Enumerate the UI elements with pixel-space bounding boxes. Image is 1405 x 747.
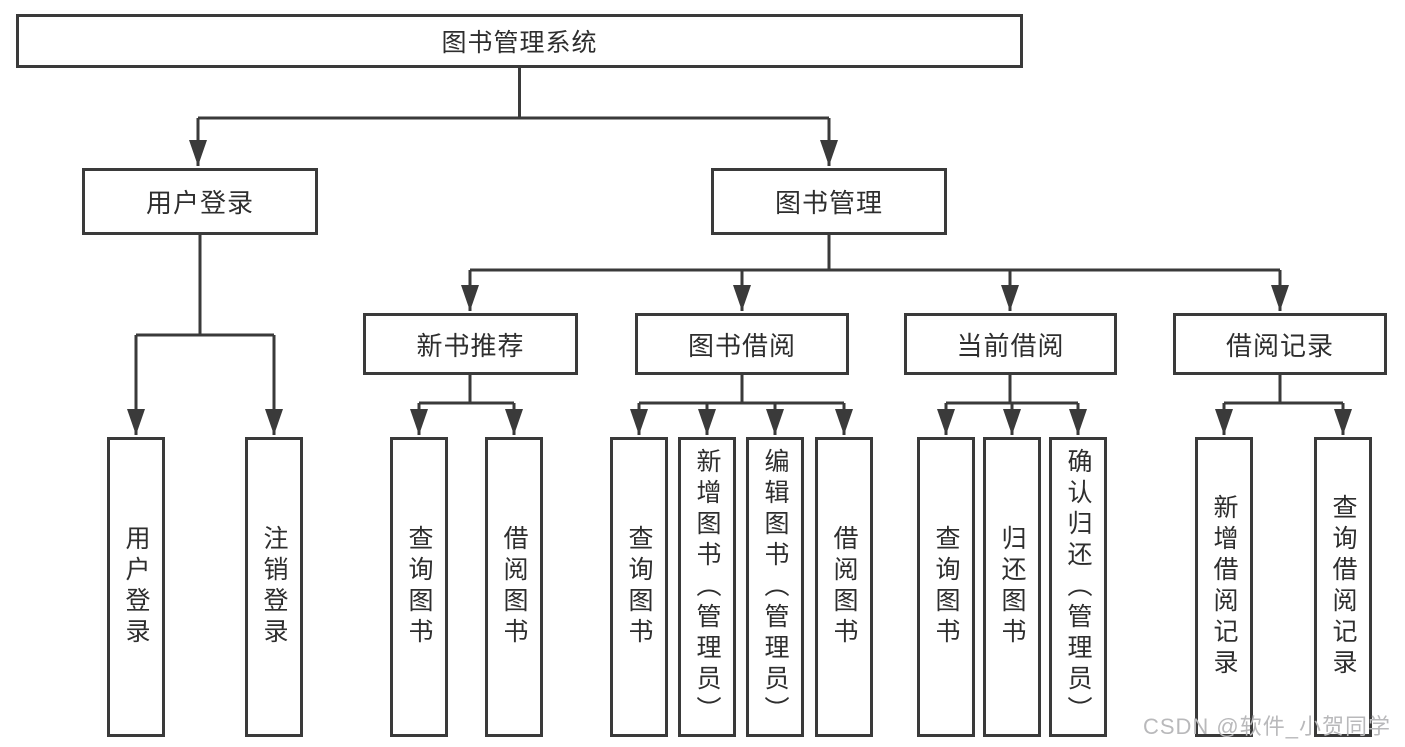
leaf-borrow-query-books: 查询图书 xyxy=(610,437,668,737)
leaf-borrow-edit-book-admin: 编辑图书（管理员） xyxy=(746,437,804,737)
node-book-borrow: 图书借阅 xyxy=(635,313,849,375)
leaf-borrow-add-book-admin: 新增图书（管理员） xyxy=(678,437,736,737)
node-new-book-recommend: 新书推荐 xyxy=(363,313,578,375)
node-current-borrow: 当前借阅 xyxy=(904,313,1117,375)
node-borrow-records: 借阅记录 xyxy=(1173,313,1387,375)
leaf-current-confirm-return-admin: 确认归还（管理员） xyxy=(1049,437,1107,737)
leaf-newbook-borrow-books: 借阅图书 xyxy=(485,437,543,737)
node-book-management: 图书管理 xyxy=(711,168,947,235)
node-user-login: 用户登录 xyxy=(82,168,318,235)
leaf-current-query-books: 查询图书 xyxy=(917,437,975,737)
node-root: 图书管理系统 xyxy=(16,14,1023,68)
leaf-records-add-record: 新增借阅记录 xyxy=(1195,437,1253,737)
leaf-borrow-borrow-books: 借阅图书 xyxy=(815,437,873,737)
leaf-newbook-query-books: 查询图书 xyxy=(390,437,448,737)
leaf-current-return-books: 归还图书 xyxy=(983,437,1041,737)
leaf-user-login: 用户登录 xyxy=(107,437,165,737)
leaf-logout: 注销登录 xyxy=(245,437,303,737)
leaf-records-query-record: 查询借阅记录 xyxy=(1314,437,1372,737)
